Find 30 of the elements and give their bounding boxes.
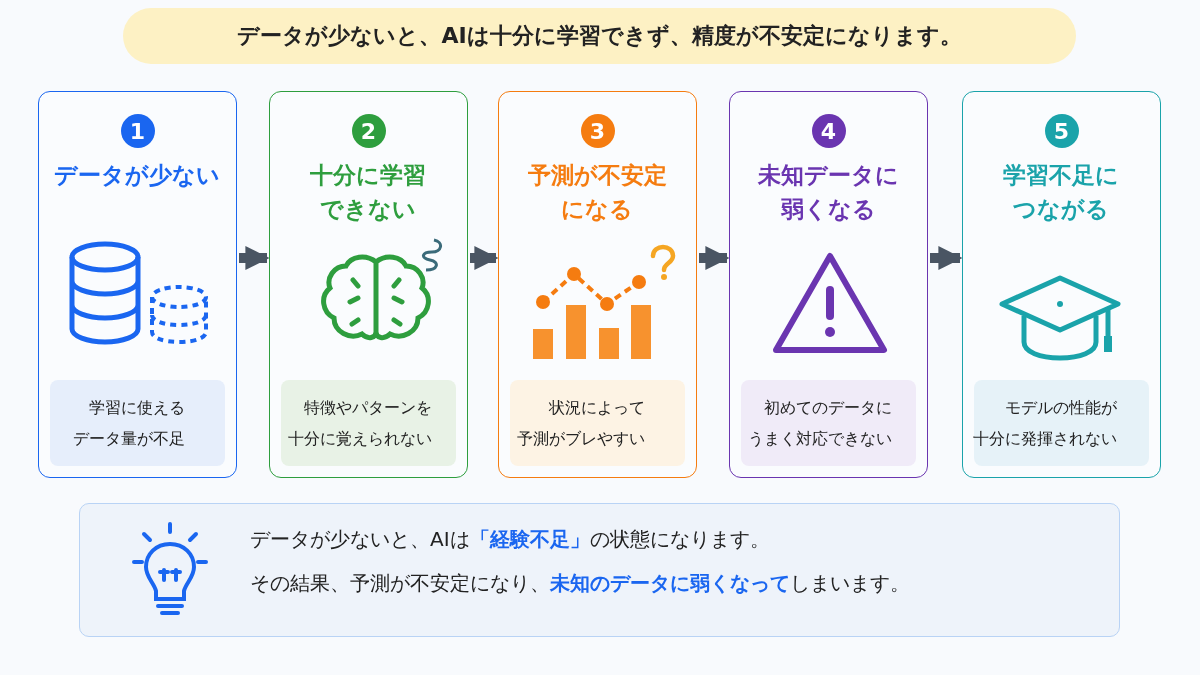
card-heading: 学習不足につながる bbox=[1002, 161, 1121, 224]
title-banner: データが少ないと、AIは十分に学習できず、精度が不安定になります。 bbox=[123, 8, 1076, 64]
arrow bbox=[239, 246, 270, 270]
step-card bbox=[962, 91, 1161, 478]
step-card bbox=[38, 91, 237, 478]
summary-box bbox=[79, 503, 1120, 637]
description-box bbox=[510, 380, 685, 466]
step-number: 5 bbox=[1044, 114, 1079, 148]
arrow bbox=[699, 246, 730, 270]
description-text: 初めてのデータにうまく対応できない bbox=[747, 397, 894, 450]
step-number: 3 bbox=[580, 114, 615, 148]
description-box bbox=[281, 380, 456, 466]
card-heading: 予測が不安定になる bbox=[527, 161, 668, 224]
description-text: 学習に使えるデータ量が不足 bbox=[72, 397, 187, 450]
card-heading: 未知データに弱くなる bbox=[757, 161, 900, 224]
card-heading: 十分に学習できない bbox=[309, 161, 428, 224]
step-card bbox=[729, 91, 928, 478]
summary-text: データが少ないと、AIは「経験不足」の状態になります。 bbox=[250, 526, 770, 553]
step-number: 2 bbox=[351, 114, 386, 148]
description-text: モデルの性能が十分に発揮されない bbox=[972, 397, 1119, 450]
description-text: 状況によって予測がブレやすい bbox=[516, 397, 647, 450]
step-card bbox=[269, 91, 468, 478]
card-heading: データが少ない bbox=[53, 161, 222, 190]
step-number: 4 bbox=[811, 114, 846, 148]
description-text: 特徴やパターンを十分に覚えられない bbox=[287, 397, 434, 450]
arrow bbox=[470, 246, 499, 270]
summary-text: その結果、予測が不安定になり、未知のデータに弱くなってしまいます。 bbox=[250, 570, 910, 597]
step-card bbox=[498, 91, 697, 478]
step-number: 1 bbox=[120, 114, 155, 148]
arrow bbox=[930, 246, 963, 270]
